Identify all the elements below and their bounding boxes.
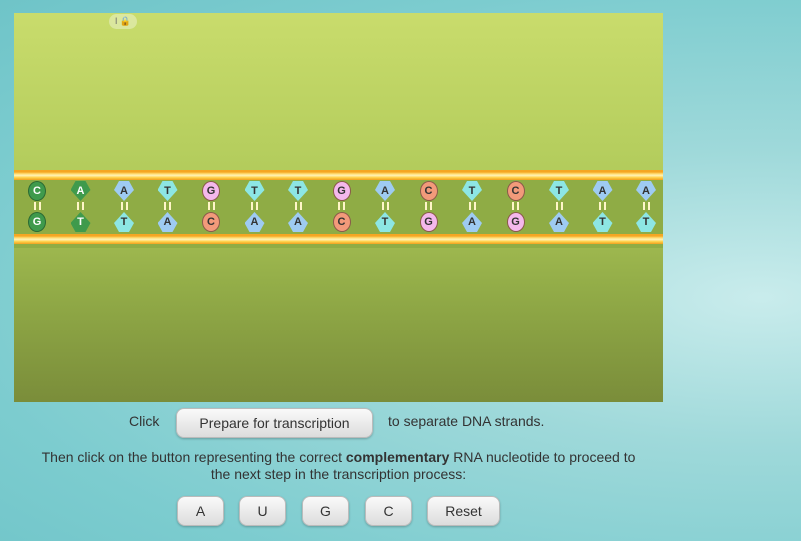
hydrogen-bond — [33, 202, 41, 210]
nucleotide-bottom-g: G — [506, 212, 525, 232]
hydrogen-bond — [120, 202, 128, 210]
hydrogen-bond — [555, 202, 563, 210]
hydrogen-bond — [251, 202, 258, 210]
hydrogen-bond — [468, 202, 476, 210]
instructions-pre: Then click on the button representing th… — [41, 449, 346, 465]
instructions-bold: complementary — [345, 449, 450, 465]
nucleotide-bottom-g: G — [419, 212, 438, 232]
nucleotide-c-button[interactable]: C — [365, 496, 412, 526]
bottom-dna-backbone — [14, 234, 663, 244]
instructions-line2: the next step in the transcription proce… — [210, 466, 467, 482]
nucleotide-g-button[interactable]: G — [302, 496, 349, 526]
prepare-for-transcription-button[interactable]: Prepare for transcription — [176, 408, 373, 438]
click-label: Click — [129, 413, 160, 429]
hydrogen-bond — [338, 202, 345, 210]
hydrogen-bond — [512, 202, 519, 210]
nucleotide-bottom-c: C — [332, 212, 351, 232]
hydrogen-bond — [294, 202, 302, 210]
nucleotide-bottom-g: G — [28, 212, 46, 232]
nucleotide-top-g: G — [332, 181, 351, 201]
nucleotide-top-c: C — [28, 181, 46, 201]
lock-icon[interactable]: ǀ 🔒 — [109, 14, 137, 29]
instructions-text: Then click on the button representing th… — [14, 449, 663, 483]
hydrogen-bond — [207, 202, 215, 210]
hydrogen-bond — [381, 202, 389, 210]
nucleotide-bottom-c: C — [202, 212, 220, 232]
reset-button[interactable]: Reset — [427, 496, 500, 526]
separate-label: to separate DNA strands. — [388, 413, 545, 429]
hydrogen-bond — [164, 202, 171, 210]
nucleotide-u-button[interactable]: U — [239, 496, 286, 526]
nucleotide-top-c: C — [506, 181, 525, 201]
nucleotide-top-c: C — [419, 181, 438, 201]
instructions-post: RNA nucleotide to proceed to — [449, 449, 636, 465]
nucleotide-top-g: G — [202, 181, 220, 201]
top-dna-backbone — [14, 170, 663, 180]
hydrogen-bond — [77, 202, 84, 210]
hydrogen-bond — [425, 202, 432, 210]
hydrogen-bond — [642, 202, 650, 210]
hydrogen-bond — [599, 202, 606, 210]
nucleotide-a-button[interactable]: A — [177, 496, 224, 526]
